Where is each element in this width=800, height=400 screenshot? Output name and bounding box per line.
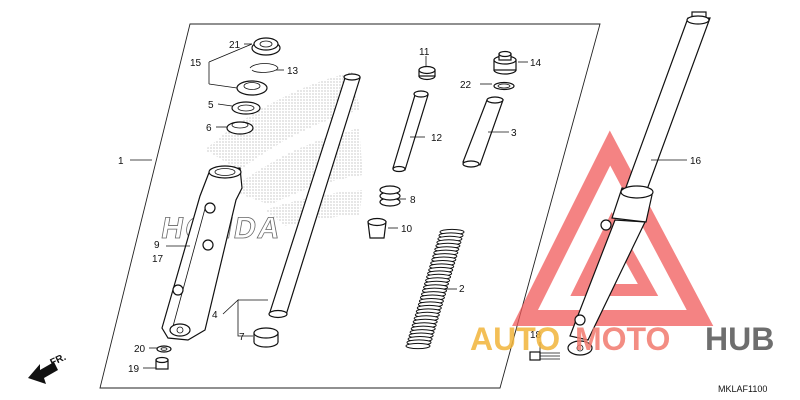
bushing-6 bbox=[226, 121, 254, 135]
washer-5 bbox=[231, 101, 261, 115]
watermark-brand: AUTO MOTO HUB bbox=[470, 321, 774, 357]
diagram-code: MKLAF1100 bbox=[718, 384, 767, 394]
callout-14: 14 bbox=[530, 58, 542, 69]
callout-labels: 1 2 3 4 5 6 7 8 9 10 11 12 13 14 15 16 1… bbox=[118, 40, 702, 375]
callout-18: 18 bbox=[530, 330, 542, 341]
callout-3: 3 bbox=[511, 128, 517, 139]
fork-spring-2 bbox=[405, 228, 465, 350]
callout-9: 9 bbox=[154, 240, 160, 251]
callout-11: 11 bbox=[419, 47, 430, 58]
watermark-hub: HUB bbox=[705, 321, 774, 357]
spring-seat-8 bbox=[379, 185, 401, 207]
snap-ring-13 bbox=[249, 63, 279, 73]
front-direction-label: FR. bbox=[49, 352, 68, 369]
spacer-tube-12 bbox=[392, 90, 429, 173]
callout-19: 19 bbox=[128, 364, 140, 375]
callout-8: 8 bbox=[410, 195, 416, 206]
fork-bolt-14 bbox=[493, 50, 517, 75]
o-ring-22 bbox=[493, 81, 515, 91]
callout-10: 10 bbox=[401, 224, 413, 235]
bolt-18 bbox=[529, 351, 560, 361]
callout-22: 22 bbox=[460, 80, 472, 91]
inner-tube-4 bbox=[268, 73, 361, 319]
drain-bolt-19 bbox=[155, 356, 169, 370]
dust-seal-15 bbox=[236, 80, 268, 96]
watermark-auto: AUTO bbox=[470, 321, 560, 357]
callout-13: 13 bbox=[287, 66, 299, 77]
assembly-frame bbox=[99, 23, 601, 389]
callout-17: 17 bbox=[152, 254, 164, 265]
callout-12: 12 bbox=[431, 133, 443, 144]
watermark-triangle bbox=[512, 130, 714, 326]
oil-seal-21 bbox=[251, 37, 281, 56]
callout-6: 6 bbox=[206, 123, 212, 134]
front-direction-indicator: FR. bbox=[28, 352, 68, 384]
callout-5: 5 bbox=[208, 100, 214, 111]
slide-bushing-7 bbox=[253, 327, 279, 348]
callout-16: 16 bbox=[690, 156, 702, 167]
callout-7: 7 bbox=[239, 332, 245, 343]
callout-1: 1 bbox=[118, 156, 124, 167]
spring-coil bbox=[405, 342, 431, 350]
washer-20 bbox=[156, 345, 172, 353]
fork-bottom-case bbox=[161, 165, 243, 341]
spacer-3 bbox=[462, 96, 504, 168]
collar-11 bbox=[418, 65, 436, 81]
callout-4: 4 bbox=[212, 310, 218, 321]
arrow-left-icon bbox=[28, 362, 58, 384]
leader-lines bbox=[130, 43, 687, 369]
callout-21: 21 bbox=[229, 40, 241, 51]
callout-20: 20 bbox=[134, 344, 146, 355]
callout-15: 15 bbox=[190, 58, 202, 69]
bushing-10 bbox=[367, 217, 387, 239]
callout-2: 2 bbox=[459, 284, 465, 295]
watermark-moto: MOTO bbox=[575, 321, 670, 357]
fork-assembly-16 bbox=[567, 11, 711, 356]
